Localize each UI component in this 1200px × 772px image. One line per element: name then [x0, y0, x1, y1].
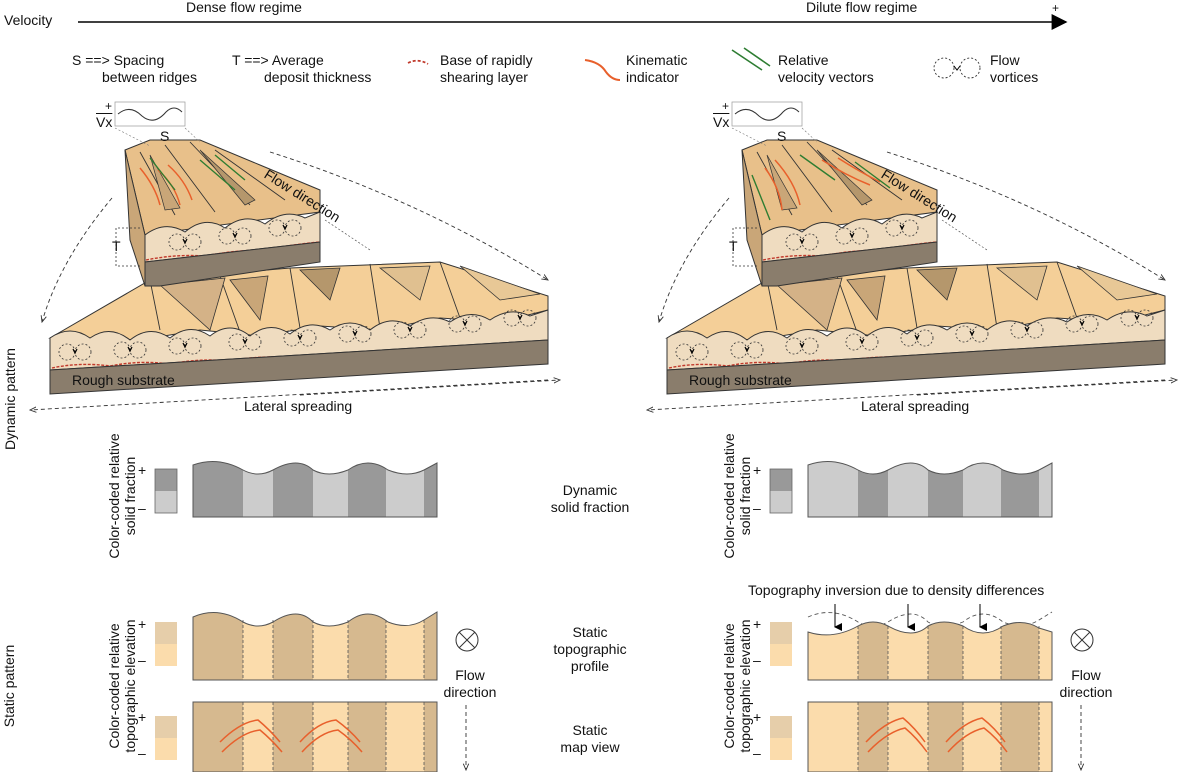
- dense-block-diagram: [30, 102, 560, 410]
- scale-plus: +: [753, 709, 762, 725]
- dense-topographic-profile: [192, 611, 438, 681]
- scale-minus: –: [753, 652, 761, 668]
- lateral-spreading-label-left: Lateral spreading: [244, 398, 353, 414]
- rough-substrate-label-left: Rough substrate: [72, 372, 175, 388]
- scale-minus: –: [138, 500, 146, 516]
- scale-plus: +: [138, 462, 147, 478]
- topography-inversion-label: Topography inversion due to density diff…: [748, 582, 1045, 598]
- t-label-right: T: [729, 238, 738, 254]
- s-label-left: S: [160, 128, 170, 144]
- dilute-block-diagram: [647, 102, 1177, 410]
- topo-scale-right-1: [770, 622, 792, 666]
- velocity-plus: +: [1052, 1, 1060, 15]
- topo-scale-right-2: [770, 716, 792, 760]
- lateral-spreading-label-right: Lateral spreading: [861, 398, 970, 414]
- solid-fraction-scale-right: [769, 468, 793, 514]
- scale-plus: +: [138, 709, 147, 725]
- dilute-solid-fraction-profile: [807, 460, 1053, 518]
- scale-plus: +: [138, 616, 147, 632]
- scale-minus: –: [753, 500, 761, 516]
- dilute-topographic-profile: [807, 604, 1053, 681]
- velocity-label: Velocity: [4, 12, 53, 28]
- dynamic-pattern-label: Dynamic pattern: [2, 348, 18, 450]
- topo-scale-left-2: [155, 716, 177, 760]
- dilute-regime-label: Dilute flow regime: [806, 0, 918, 15]
- vx-label-right: Vx: [713, 114, 730, 130]
- scale-minus: –: [138, 745, 146, 761]
- flow-into-page-icon-left: [455, 628, 479, 652]
- solid-fraction-scale-left: [154, 468, 178, 514]
- flow-into-page-icon-right: [1070, 628, 1094, 652]
- dense-regime-label: Dense flow regime: [186, 0, 302, 15]
- scale-minus: –: [753, 745, 761, 761]
- static-pattern-label: Static pattern: [1, 644, 17, 728]
- rough-substrate-label-right: Rough substrate: [689, 372, 792, 388]
- vx-label-left: Vx: [96, 114, 113, 130]
- dense-solid-fraction-profile: [192, 460, 438, 518]
- topo-scale-left-1: [155, 622, 177, 666]
- scale-plus: +: [753, 462, 762, 478]
- dense-map-view: [192, 701, 438, 772]
- vx-plus-right: +: [722, 99, 730, 113]
- t-label-left: T: [112, 238, 121, 254]
- s-label-right: S: [777, 128, 787, 144]
- vx-plus-left: +: [105, 99, 113, 113]
- scale-minus: –: [138, 652, 146, 668]
- dilute-map-view: [807, 701, 1053, 772]
- scale-plus: +: [753, 616, 762, 632]
